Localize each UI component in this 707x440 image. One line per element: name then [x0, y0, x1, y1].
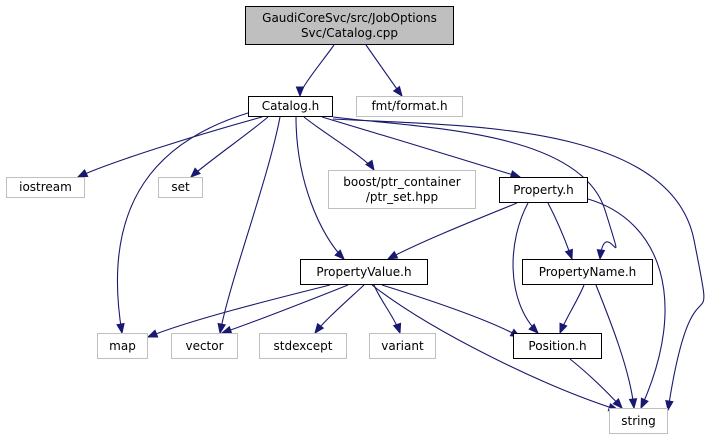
arrowhead-icon — [559, 322, 568, 335]
edge-line — [117, 112, 249, 334]
node-variant-label: variant — [381, 338, 424, 353]
edge-catalog-h-to-boost-ptr-set — [303, 116, 375, 172]
node-stdexcept[interactable]: stdexcept — [259, 333, 347, 359]
node-vector[interactable]: vector — [171, 333, 238, 359]
node-property-name-h-label: PropertyName.h — [538, 264, 637, 279]
node-property-value-h-label: PropertyValue.h — [316, 264, 412, 279]
arrowhead-icon — [116, 322, 125, 335]
edge-line — [512, 202, 539, 334]
arrowhead-icon — [665, 400, 674, 412]
edge-line — [303, 116, 375, 171]
edge-line — [569, 358, 623, 409]
arrowhead-icon — [190, 167, 201, 178]
node-catalog-cpp-label-line1: GaudiCoreSvc/src/JobOptions — [262, 10, 437, 25]
node-iostream[interactable]: iostream — [6, 177, 85, 198]
node-map-label: map — [109, 338, 136, 353]
arrowhead-icon — [295, 86, 305, 98]
node-string[interactable]: string — [609, 408, 668, 434]
arrowhead-icon — [628, 398, 638, 410]
node-property-value-h[interactable]: PropertyValue.h — [300, 259, 428, 285]
edge-catalog-cpp-to-fmt-format-h — [365, 44, 403, 98]
edge-position-h-to-string — [569, 358, 623, 409]
arrowhead-icon — [314, 322, 325, 335]
node-position-h-label: Position.h — [528, 338, 587, 353]
edge-line — [221, 284, 349, 334]
node-set[interactable]: set — [158, 177, 203, 198]
arrowhead-icon — [612, 398, 623, 409]
edge-property-name-h-to-position-h — [559, 284, 585, 335]
edge-property-name-h-to-string — [595, 284, 638, 410]
arrowhead-icon — [365, 159, 375, 172]
node-fmt-format-h-label: fmt/format.h — [371, 99, 448, 113]
edge-line — [321, 116, 521, 178]
node-catalog-cpp[interactable]: GaudiCoreSvc/src/JobOptions Svc/Catalog.… — [245, 6, 454, 45]
edge-line — [77, 116, 263, 178]
arrowhead-icon — [528, 323, 539, 334]
node-string-label: string — [621, 413, 656, 428]
edge-line — [387, 202, 518, 260]
arrowhead-icon — [386, 250, 399, 260]
edge-line — [371, 284, 619, 411]
edge-property-h-to-string — [587, 198, 666, 410]
edge-catalog-h-to-string — [332, 118, 705, 412]
edge-line — [147, 284, 331, 338]
edge-property-value-h-to-map — [146, 284, 331, 338]
edge-line — [332, 118, 705, 411]
arrowhead-icon — [640, 397, 649, 410]
node-set-label: set — [171, 180, 190, 194]
edge-catalog-h-to-property-value-h — [295, 116, 345, 260]
arrowhead-icon — [392, 85, 403, 98]
edge-line — [295, 116, 345, 260]
edge-catalog-cpp-to-catalog-h — [295, 44, 335, 98]
edge-line — [381, 284, 521, 338]
node-variant[interactable]: variant — [369, 333, 436, 359]
node-property-h[interactable]: Property.h — [499, 177, 588, 203]
edge-catalog-h-to-iostream — [76, 116, 263, 178]
arrowhead-icon — [146, 329, 159, 338]
node-boost-ptr-set-label-line2: /ptr_set.hpp — [365, 189, 439, 204]
arrowhead-icon — [392, 322, 402, 335]
arrowhead-icon — [76, 169, 89, 178]
edge-property-value-h-to-variant — [373, 284, 402, 335]
edge-catalog-h-to-vector — [217, 116, 281, 335]
node-boost-ptr-set[interactable]: boost/ptr_container /ptr_set.hpp — [328, 170, 476, 209]
edge-line — [595, 284, 635, 409]
edge-catalog-h-to-property-name-h — [332, 116, 617, 261]
node-catalog-cpp-label-line2: Svc/Catalog.cpp — [300, 25, 399, 40]
edge-line — [299, 44, 335, 97]
edge-property-h-to-property-name-h — [547, 202, 573, 261]
arrowhead-icon — [334, 249, 345, 260]
edge-property-value-h-to-stdexcept — [314, 284, 365, 335]
node-iostream-label: iostream — [19, 180, 72, 194]
node-fmt-format-h[interactable]: fmt/format.h — [356, 96, 463, 117]
edge-property-h-to-property-value-h — [386, 202, 518, 260]
arrowhead-icon — [217, 322, 227, 335]
node-catalog-h[interactable]: Catalog.h — [248, 96, 333, 117]
node-property-name-h[interactable]: PropertyName.h — [522, 259, 653, 285]
edge-line — [587, 198, 666, 409]
edge-line — [219, 116, 281, 334]
node-position-h[interactable]: Position.h — [513, 333, 602, 359]
edge-catalog-h-to-map — [116, 112, 249, 335]
node-boost-ptr-set-label-line1: boost/ptr_container — [343, 174, 461, 189]
node-catalog-h-label: Catalog.h — [261, 99, 320, 113]
arrowhead-icon — [596, 249, 606, 261]
arrowhead-icon — [564, 248, 573, 261]
edge-line — [332, 116, 617, 260]
edge-property-value-h-to-vector — [220, 284, 349, 335]
edge-line — [314, 284, 365, 334]
node-property-h-label: Property.h — [513, 182, 574, 197]
edge-property-h-to-position-h — [512, 202, 539, 334]
node-vector-label: vector — [185, 338, 224, 353]
edge-catalog-h-to-set — [190, 116, 269, 178]
node-map[interactable]: map — [97, 333, 148, 359]
node-stdexcept-label: stdexcept — [273, 338, 333, 353]
edge-property-value-h-to-position-h — [381, 284, 522, 338]
